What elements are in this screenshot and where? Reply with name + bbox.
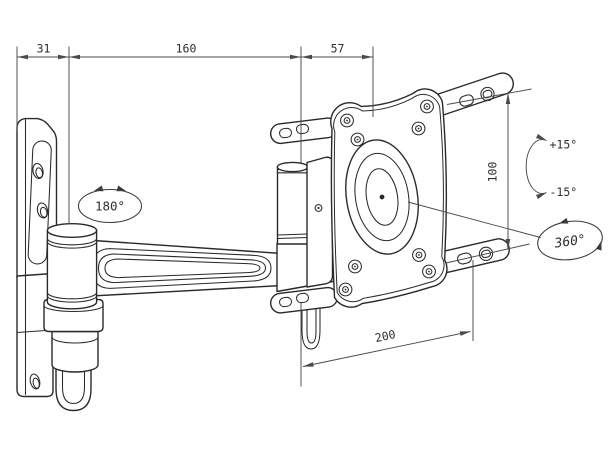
rotation-leader-line: [407, 201, 541, 238]
vesa-hole: [348, 259, 362, 274]
dim-label-200: 200: [374, 327, 397, 345]
tilt-angle-callout: +15° -15°: [525, 133, 578, 200]
rotation-angle-label: 360°: [553, 232, 587, 251]
dimension-layer: 31 160 57 100 200 180° +15° -15° 360°: [16, 42, 603, 387]
dim-label-31: 31: [37, 42, 51, 56]
dim-line-200: [302, 331, 471, 367]
tilt-bracket: [306, 156, 334, 288]
hinge-lower-ring: [51, 336, 99, 344]
hinge-lower-cylinder: [51, 330, 99, 373]
tilt-bracket-hole: [314, 204, 323, 212]
vesa-hole: [340, 113, 354, 128]
dim-label-57: 57: [331, 42, 345, 56]
pivot-cylinder-cap: [276, 161, 309, 173]
vesa-hole: [412, 248, 426, 262]
vesa-screw-holes: [338, 99, 436, 297]
swivel-arm: [73, 238, 283, 298]
wall-plate-hole-bottom: [36, 202, 49, 219]
vesa-plate-inner-contour: [333, 93, 445, 303]
tilt-up-label: +15°: [550, 138, 578, 152]
pivot-cylinder: [276, 166, 309, 245]
tilt-down-label: -15°: [550, 185, 578, 199]
head-pivot: [269, 117, 342, 350]
vesa-center-boss: [345, 139, 419, 255]
hinge-cap: [46, 222, 98, 238]
vesa-hole: [420, 99, 434, 114]
hinge-ring-top-2: [46, 241, 98, 249]
hinge-ring-bottom-2: [46, 295, 98, 303]
vesa-hole: [411, 121, 426, 136]
vesa-strap-top-left: [269, 117, 339, 145]
rotation-arrowhead: [595, 241, 602, 251]
arm-cutout-contour-2: [97, 253, 267, 284]
hinge-pin-inner: [61, 366, 86, 405]
rotation-arrowhead: [559, 217, 569, 224]
hinge-collar-lip: [43, 304, 104, 313]
rotation-arrowhead: [116, 185, 126, 192]
vesa-plate: [330, 88, 448, 308]
arm-cutout-contour-3: [104, 258, 261, 279]
pivot-hatch-3: [276, 233, 309, 236]
hinge-ring-bottom-1: [46, 291, 98, 300]
ext-line: [445, 243, 530, 264]
pivot-hatch-4: [276, 236, 309, 240]
wall-hinge: [43, 222, 104, 412]
swivel-angle-callout: 180°: [77, 185, 143, 224]
dim-label-100: 100: [486, 162, 500, 183]
vesa-hole: [350, 132, 365, 147]
wall-plate-hole-top: [32, 162, 44, 180]
dim-label-160: 160: [176, 42, 197, 56]
vesa-hole: [422, 264, 436, 279]
hinge-ring-top-1: [46, 237, 98, 246]
rotation-arrowhead: [94, 185, 104, 192]
wall-plate-foot-hole: [29, 373, 41, 390]
wall-plate: [16, 117, 58, 398]
vesa-hole: [338, 282, 353, 297]
tilt-arc: [525, 133, 547, 200]
hinge-body: [46, 229, 98, 310]
rotation-angle-callout: 360°: [407, 201, 603, 261]
wall-plate-slot: [27, 140, 52, 265]
ext-line: [446, 88, 532, 105]
swivel-angle-label: 180°: [95, 199, 125, 214]
